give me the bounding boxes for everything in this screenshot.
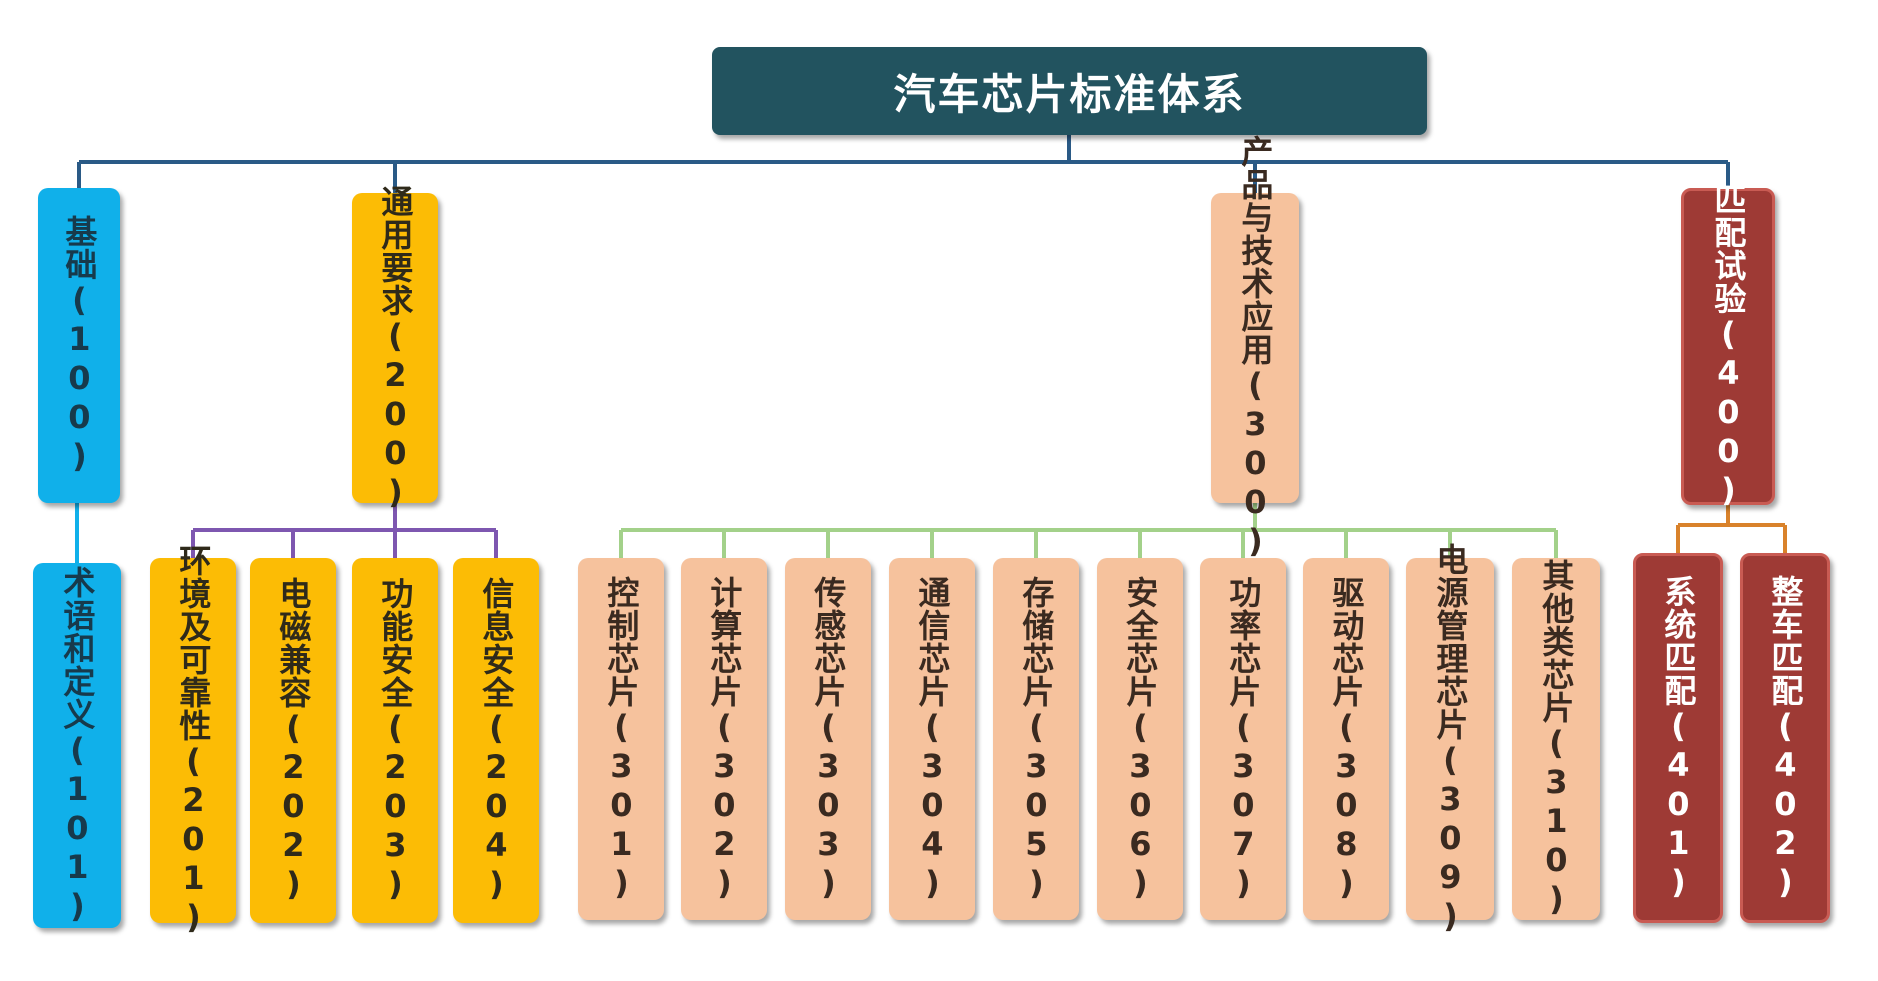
item-node-305: 存储芯片(305) xyxy=(993,558,1079,920)
category-label-300: 产品与技术应用(300) xyxy=(1236,135,1275,561)
item-label-301: 控制芯片(301) xyxy=(602,575,641,903)
item-label-302: 计算芯片(302) xyxy=(705,575,744,903)
category-node-300: 产品与技术应用(300) xyxy=(1211,135,1299,561)
item-label-308: 驱动芯片(308) xyxy=(1327,575,1366,903)
item-label-303: 传感芯片(303) xyxy=(809,575,848,903)
item-node-307: 功率芯片(307) xyxy=(1200,558,1286,920)
category-node-400: 匹配试验(400) xyxy=(1681,183,1775,510)
item-label-201: 环境及可靠性(201) xyxy=(174,544,213,937)
item-node-204: 信息安全(204) xyxy=(453,558,539,923)
item-node-101: 术语和定义(101) xyxy=(33,563,121,928)
item-label-203: 功能安全(203) xyxy=(376,577,415,904)
item-node-302: 计算芯片(302) xyxy=(681,558,767,920)
item-node-304: 通信芯片(304) xyxy=(889,558,975,920)
item-label-307: 功率芯片(307) xyxy=(1224,575,1263,903)
item-node-201: 环境及可靠性(201) xyxy=(150,544,236,937)
item-node-301: 控制芯片(301) xyxy=(578,558,664,920)
item-node-306: 安全芯片(306) xyxy=(1097,558,1183,920)
item-label-304: 通信芯片(304) xyxy=(913,575,952,903)
item-node-401: 系统匹配(401) xyxy=(1633,553,1723,923)
item-node-203: 功能安全(203) xyxy=(352,558,438,923)
item-label-402: 整车匹配(402) xyxy=(1766,574,1805,902)
category-node-200: 通用要求(200) xyxy=(352,185,438,512)
item-node-309: 电源管理芯片(309) xyxy=(1406,543,1494,936)
item-label-401: 系统匹配(401) xyxy=(1659,574,1698,902)
item-node-202: 电磁兼容(202) xyxy=(250,558,336,923)
item-node-308: 驱动芯片(308) xyxy=(1303,558,1389,920)
item-label-305: 存储芯片(305) xyxy=(1017,575,1056,903)
category-label-200: 通用要求(200) xyxy=(376,184,415,512)
item-label-306: 安全芯片(306) xyxy=(1121,575,1160,903)
item-label-101: 术语和定义(101) xyxy=(58,565,97,926)
item-node-402: 整车匹配(402) xyxy=(1740,553,1830,923)
root-title: 汽车芯片标准体系 xyxy=(893,69,1246,119)
item-label-310: 其他类芯片(310) xyxy=(1537,559,1576,919)
item-label-202: 电磁兼容(202) xyxy=(274,577,313,904)
item-label-309: 电源管理芯片(309) xyxy=(1431,542,1470,936)
category-label-100: 基础(100) xyxy=(60,215,99,476)
category-label-400: 匹配试验(400) xyxy=(1709,183,1748,510)
root-node: 汽车芯片标准体系 xyxy=(712,47,1427,135)
category-node-100: 基础(100) xyxy=(38,188,120,503)
item-node-310: 其他类芯片(310) xyxy=(1512,558,1600,920)
item-node-303: 传感芯片(303) xyxy=(785,558,871,920)
item-label-204: 信息安全(204) xyxy=(477,577,516,904)
